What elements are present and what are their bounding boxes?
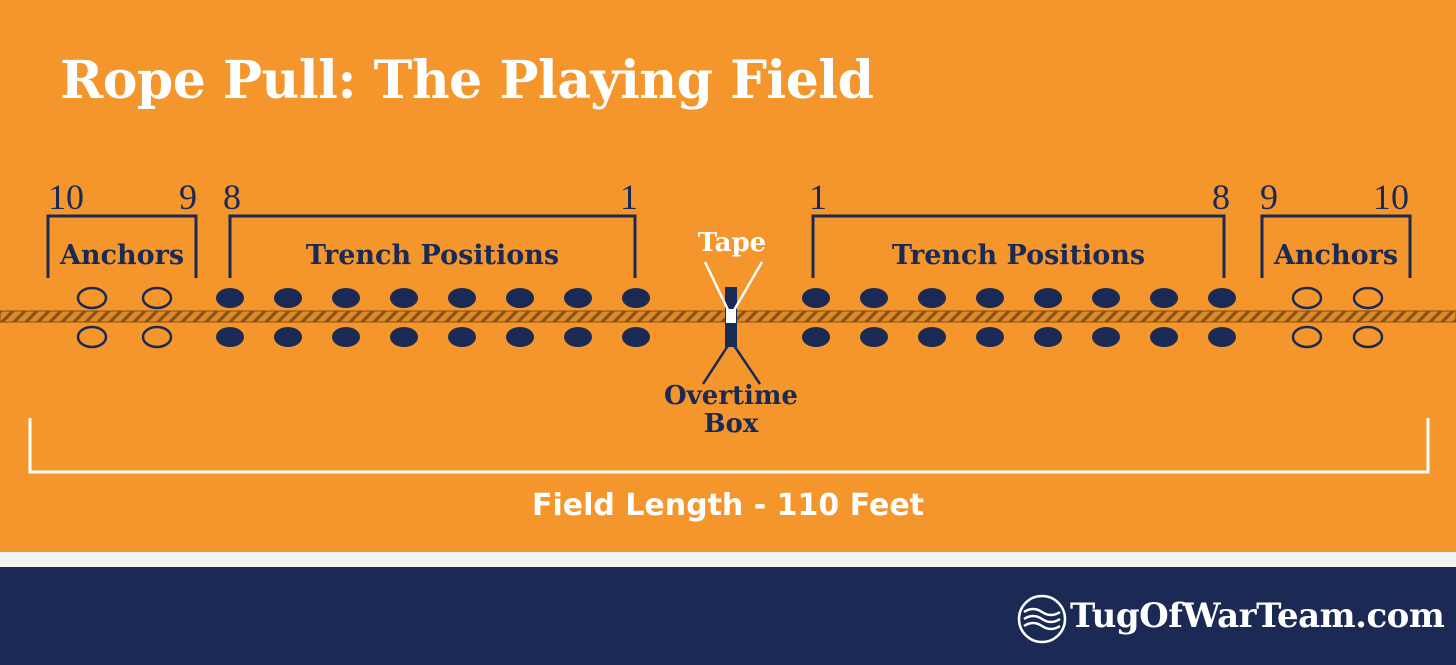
trench-position: [1034, 288, 1062, 308]
divider-strip: [0, 552, 1456, 567]
right-anchors-bracket: [1260, 214, 1412, 278]
field-length-label: Field Length - 110 Feet: [531, 488, 925, 523]
trench-position: [1208, 327, 1236, 347]
anchor-position: [141, 286, 173, 310]
trench-position: [216, 288, 244, 308]
trench-position: [506, 327, 534, 347]
trench-position: [622, 288, 650, 308]
anchor-number-9-right: 9: [1260, 177, 1278, 217]
trench-position: [390, 327, 418, 347]
right-trench-label: Trench Positions: [891, 240, 1146, 271]
trench-position: [918, 327, 946, 347]
right-anchor-positions: [1291, 286, 1384, 349]
trench-position: [274, 327, 302, 347]
left-anchors-label: Anchors: [59, 240, 185, 271]
page-title: Rope Pull: The Playing Field: [60, 50, 874, 111]
trench-position: [1208, 288, 1236, 308]
anchor-position: [1291, 286, 1323, 310]
trench-position: [216, 327, 244, 347]
trench-position: [860, 288, 888, 308]
anchor-position: [1352, 286, 1384, 310]
tape-label: Tape: [697, 228, 767, 258]
trench-position: [802, 327, 830, 347]
right-anchors-label: Anchors: [1273, 240, 1399, 271]
right-trench-bracket: [811, 214, 1226, 278]
anchor-number-10-right: 10: [1373, 177, 1409, 217]
tape-pointer-line: [703, 261, 731, 313]
trench-position: [1150, 288, 1178, 308]
left-trench-label: Trench Positions: [305, 240, 560, 271]
trench-position: [860, 327, 888, 347]
anchor-number-9-left: 9: [179, 177, 197, 217]
trench-position: [332, 288, 360, 308]
trench-position: [564, 288, 592, 308]
trench-position: [918, 288, 946, 308]
trench-position: [448, 327, 476, 347]
trench-position: [802, 288, 830, 308]
trench-position: [976, 327, 1004, 347]
trench-number-1-right: 1: [809, 177, 827, 217]
trench-position: [1034, 327, 1062, 347]
trench-number-8-left: 8: [223, 177, 241, 217]
trench-position: [274, 288, 302, 308]
trench-position: [1150, 327, 1178, 347]
left-trench-bracket: [228, 214, 637, 278]
trench-position: [506, 288, 534, 308]
left-anchor-positions: [76, 286, 173, 349]
trench-number-1-left: 1: [620, 177, 638, 217]
anchor-position: [1352, 325, 1384, 349]
brand-name: TugOfWarTeam.com: [1070, 596, 1445, 636]
anchor-number-10-left: 10: [48, 177, 84, 217]
brand-logo-icon: [1017, 594, 1067, 644]
trench-number-8-right: 8: [1212, 177, 1230, 217]
trench-position: [564, 327, 592, 347]
overtime-box-label: Box: [703, 409, 759, 439]
trench-position: [1092, 288, 1120, 308]
overtime-pointer-line: [731, 343, 762, 385]
tape-pointer-line: [731, 261, 764, 313]
anchor-position: [76, 325, 108, 349]
anchor-position: [76, 286, 108, 310]
trench-position: [976, 288, 1004, 308]
right-trench-positions: [802, 288, 1236, 347]
trench-position: [622, 327, 650, 347]
footer-bar: [0, 567, 1456, 665]
tape-marker: [726, 309, 736, 323]
trench-position: [332, 327, 360, 347]
overtime-pointer-line: [701, 343, 731, 385]
field-length-bracket: [28, 418, 1430, 474]
trench-position: [1092, 327, 1120, 347]
orange-background: [0, 0, 1456, 552]
left-anchors-bracket: [46, 214, 198, 278]
anchor-position: [141, 325, 173, 349]
overtime-label: Overtime: [664, 381, 798, 411]
anchor-position: [1291, 325, 1323, 349]
left-trench-positions: [216, 288, 650, 347]
trench-position: [390, 288, 418, 308]
trench-position: [448, 288, 476, 308]
